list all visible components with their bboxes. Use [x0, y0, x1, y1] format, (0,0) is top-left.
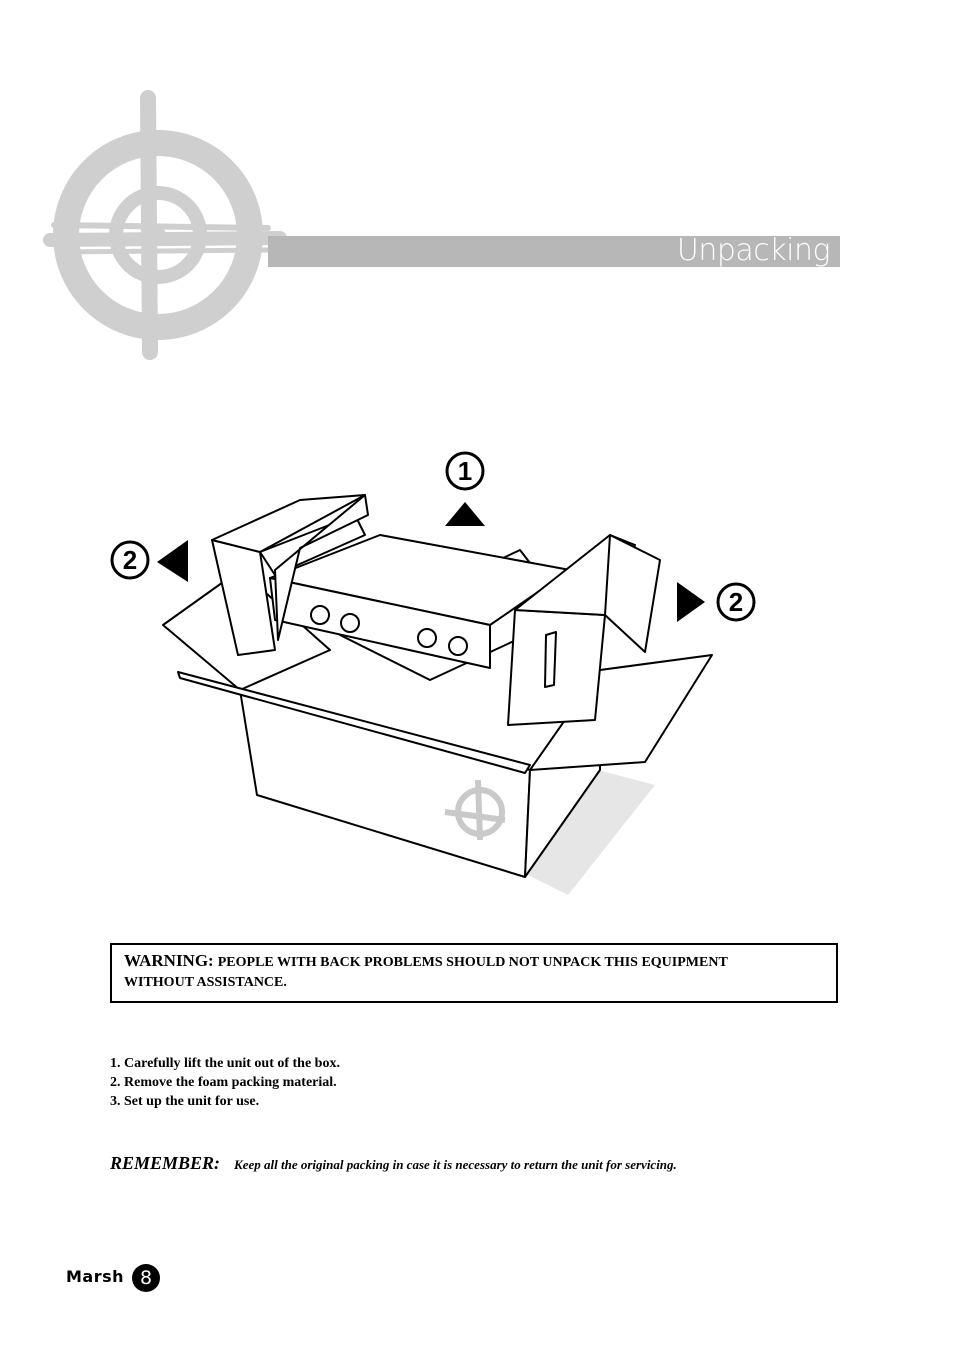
warning-text-line1: PEOPLE WITH BACK PROBLEMS SHOULD NOT UNP… [217, 955, 728, 970]
knob [448, 636, 468, 656]
warning-box: WARNING: PEOPLE WITH BACK PROBLEMS SHOUL… [110, 943, 838, 1003]
up-arrow-icon [445, 502, 485, 526]
step-marker-2-left: 2 [123, 545, 137, 575]
right-arrow-icon [677, 582, 705, 622]
right-foam-top [514, 534, 636, 616]
page-title-bar: Unpacking [268, 233, 840, 268]
knob [340, 613, 360, 633]
unpacking-steps-list: 1. Carefully lift the unit out of the bo… [110, 1054, 340, 1111]
remember-note: REMEMBER: Keep all the original packing … [110, 1153, 677, 1174]
knob [417, 628, 437, 648]
unpacking-illustration: 1 2 2 [110, 451, 756, 895]
remember-label: REMEMBER: [110, 1153, 221, 1173]
left-foam-inner [274, 494, 369, 641]
footer-brand: Marsh [66, 1267, 125, 1286]
step-marker-1: 1 [458, 456, 472, 486]
amp-front [269, 577, 491, 669]
box-front [239, 689, 531, 878]
knob [310, 605, 330, 625]
left-arrow-icon [157, 540, 188, 582]
warning-label: WARNING: [124, 951, 214, 970]
right-foam-front [507, 609, 606, 726]
step-marker-2-right: 2 [729, 587, 743, 617]
page-title: Unpacking [676, 233, 831, 268]
box-shadow [528, 770, 655, 895]
page-number: 8 [132, 1264, 160, 1292]
list-item: 1. Carefully lift the unit out of the bo… [110, 1056, 340, 1071]
box-front-flap [177, 671, 531, 774]
right-foam-side [604, 534, 661, 653]
list-item: 2. Remove the foam packing material. [110, 1075, 337, 1090]
crosshair-logo-watermark-icon [43, 90, 287, 360]
box-right-flap [529, 654, 713, 771]
remember-text: Keep all the original packing in case it… [234, 1157, 677, 1172]
box-logo-icon [444, 779, 506, 841]
list-item: 3. Set up the unit for use. [110, 1094, 260, 1109]
right-foam-slot [544, 631, 557, 688]
warning-text-line2: WITHOUT ASSISTANCE. [124, 975, 287, 990]
